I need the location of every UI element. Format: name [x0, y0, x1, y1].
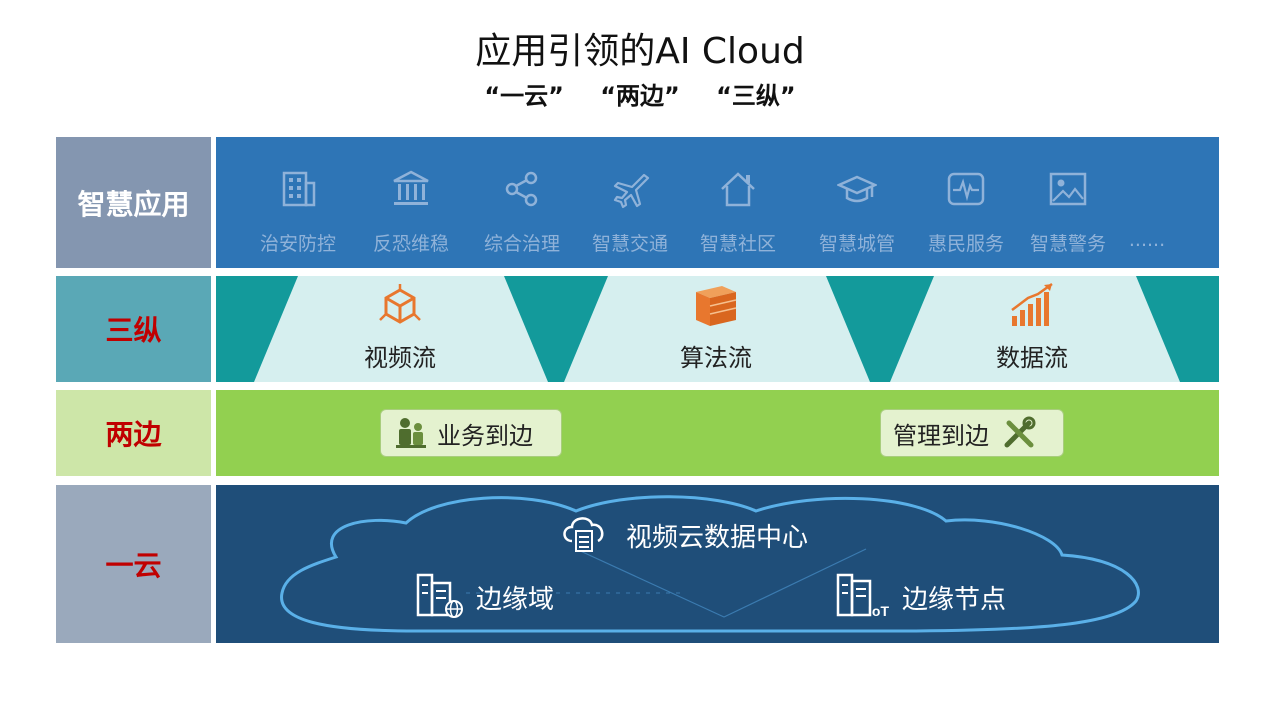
edge-domain-icon [416, 573, 463, 618]
app-item: 智慧交通 [575, 137, 685, 268]
app-label: 反恐维稳 [372, 233, 449, 255]
stream-video: 视频流 [270, 276, 530, 382]
app-item: 综合治理 [467, 137, 577, 268]
edge-node-label: 边缘节点 [902, 585, 1007, 615]
management-to-edge-label: 管理到边 [893, 421, 989, 450]
people-icon [396, 418, 426, 448]
bar-growth-icon [1011, 282, 1053, 326]
stream-label: 算法流 [680, 344, 752, 372]
row-label-apps: 智慧应用 [56, 137, 211, 268]
home-icon [721, 172, 755, 207]
subtitle-three-verticals: “三纵” [716, 82, 796, 110]
algorithm-stream-shape [564, 276, 870, 382]
data-stream-shape [890, 276, 1180, 382]
app-item: 智慧警务 [1013, 137, 1123, 268]
airplane-icon [613, 173, 650, 209]
app-item: 治安防控 [243, 137, 353, 268]
stream-trapezoids [254, 276, 1180, 382]
app-label: 智慧警务 [1029, 233, 1106, 255]
edge-domain-label: 边缘域 [476, 585, 555, 615]
cloud-datacenter-label: 视频云数据中心 [626, 523, 809, 553]
cloud-band: 视频云数据中心 边缘域 IoT 边缘节点 [216, 485, 1219, 643]
cube-network-icon [379, 284, 421, 324]
edges-band: 业务到边 管理到边 [216, 390, 1219, 476]
institution-icon [393, 170, 429, 205]
cloud-datacenter-icon [563, 517, 604, 552]
stream-algorithm: 算法流 [586, 276, 846, 382]
subtitle-two-edges: “两边” [600, 82, 680, 110]
image-icon [1049, 172, 1087, 206]
business-to-edge-badge: 业务到边 [380, 409, 562, 457]
app-item-more: ...... [1112, 137, 1182, 268]
streams-band: 视频流 算法流 数据流 [216, 276, 1219, 382]
building-icon [282, 171, 316, 207]
graduation-cap-icon [837, 175, 877, 203]
row-label-streams: 三纵 [56, 276, 211, 382]
stack-box-icon [696, 286, 737, 326]
stream-data: 数据流 [902, 276, 1162, 382]
app-item: 智慧社区 [683, 137, 793, 268]
share-nodes-icon [505, 171, 538, 207]
app-label: 智慧城管 [818, 233, 895, 255]
cloud-outline [280, 495, 1140, 633]
app-label: 综合治理 [483, 233, 560, 255]
stream-label: 视频流 [364, 344, 436, 372]
management-to-edge-badge: 管理到边 [880, 409, 1064, 457]
row-label-edges: 两边 [56, 390, 211, 476]
video-stream-shape [254, 276, 548, 382]
app-label: 惠民服务 [927, 233, 1004, 255]
page-subtitle: “一云” “两边” “三纵” [0, 76, 1280, 111]
subtitle-one-cloud: “一云” [484, 82, 564, 110]
app-item: 智慧城管 [802, 137, 912, 268]
stream-label: 数据流 [996, 344, 1068, 372]
row-label-cloud: 一云 [56, 485, 211, 643]
heartbeat-monitor-icon [947, 172, 985, 206]
page-title: 应用引领的AI Cloud [475, 31, 805, 72]
app-item: 反恐维稳 [356, 137, 466, 268]
apps-band: 治安防控 反恐维稳 综合治理 智慧交通 智慧社区 [216, 137, 1219, 268]
app-item: 惠民服务 [911, 137, 1021, 268]
app-label: 智慧交通 [591, 233, 668, 255]
app-label: ...... [1128, 229, 1166, 251]
tools-icon [1004, 416, 1036, 448]
edge-node-icon: IoT [836, 573, 889, 619]
app-label: 治安防控 [259, 233, 336, 255]
app-label: 智慧社区 [699, 233, 776, 255]
svg-text:IoT: IoT [868, 603, 889, 619]
business-to-edge-label: 业务到边 [437, 421, 533, 450]
